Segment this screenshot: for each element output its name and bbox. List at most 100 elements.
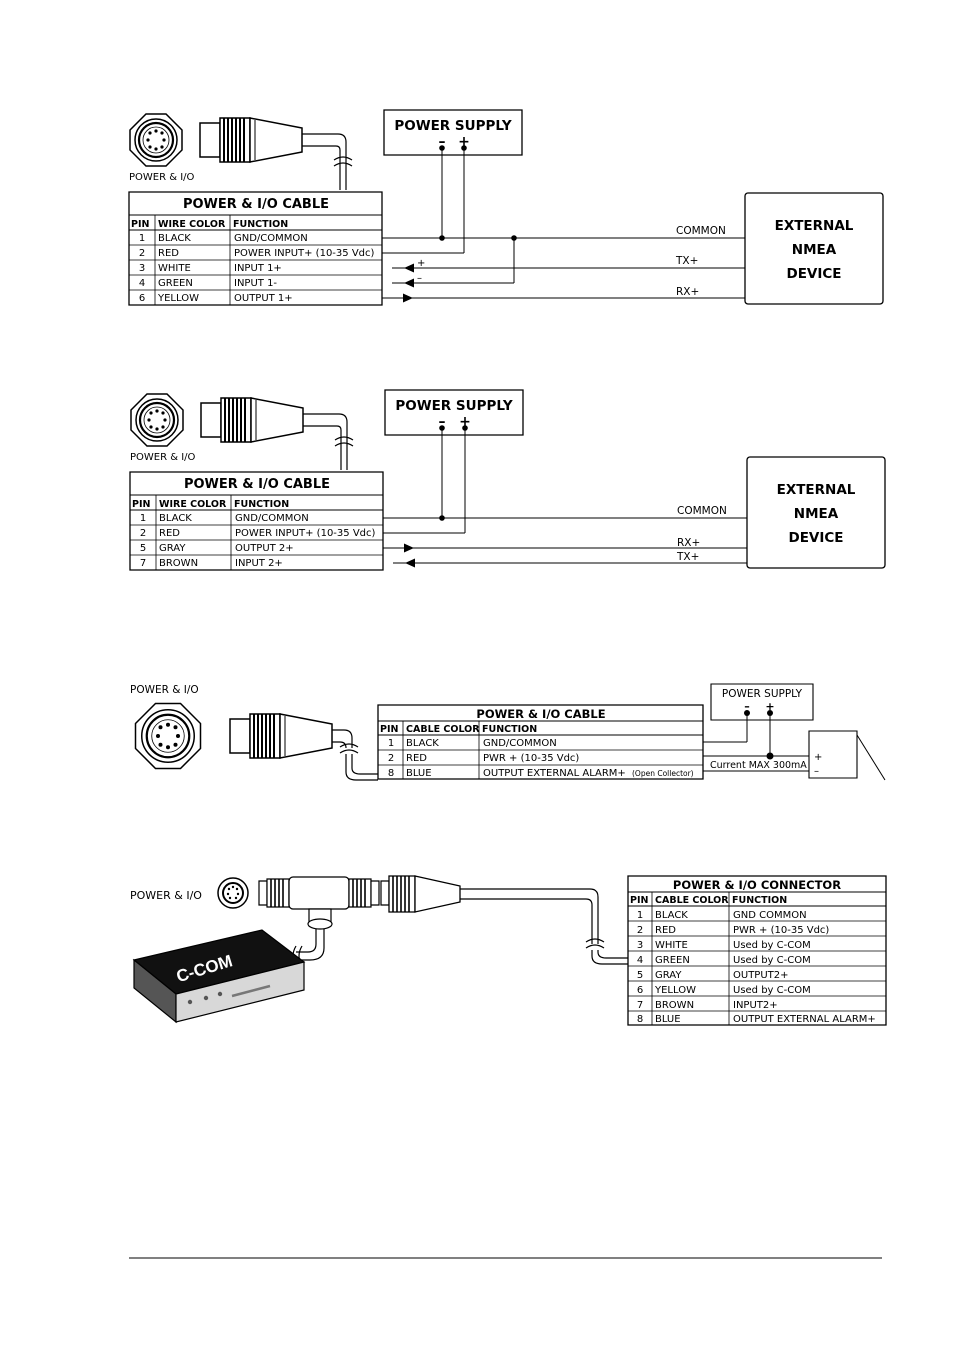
- open-collector-note: (Open Collector): [632, 769, 694, 778]
- svg-text:WHITE: WHITE: [158, 263, 191, 274]
- connector-label: POWER & I/O: [130, 452, 196, 463]
- arrow-icon: [405, 558, 415, 568]
- svg-text:GND COMMON: GND COMMON: [733, 910, 807, 921]
- cable-plug-icon: [381, 876, 460, 912]
- signal-rx: RX+: [676, 286, 699, 298]
- svg-text:POWER INPUT+ (10-35 Vdc): POWER INPUT+ (10-35 Vdc): [235, 528, 376, 539]
- signal-common: COMMON: [677, 505, 727, 517]
- header-cable-color: CABLE COLOR: [406, 724, 480, 735]
- header-pin: PIN: [131, 219, 149, 230]
- svg-text:RED: RED: [655, 925, 676, 936]
- alarm-load: + –: [809, 731, 885, 780]
- svg-text:4: 4: [637, 955, 643, 966]
- svg-text:5: 5: [637, 970, 643, 981]
- svg-text:GND/COMMON: GND/COMMON: [483, 738, 557, 749]
- svg-text:5: 5: [140, 543, 146, 554]
- svg-text:RED: RED: [158, 248, 179, 259]
- svg-text:GREEN: GREEN: [158, 278, 193, 289]
- header-wire-color: WIRE COLOR: [159, 499, 227, 510]
- table-row: 8 BLUE OUTPUT EXTERNAL ALARM+: [388, 768, 626, 779]
- power-supply: POWER SUPPLY – +: [385, 390, 523, 435]
- external-nmea-device: EXTERNAL NMEA DEVICE: [745, 193, 883, 304]
- svg-text:1: 1: [139, 233, 145, 244]
- svg-text:2: 2: [388, 753, 394, 764]
- header-cable-color: CABLE COLOR: [655, 895, 729, 906]
- svg-text:BLACK: BLACK: [158, 233, 191, 244]
- svg-text:GREEN: GREEN: [655, 955, 690, 966]
- signal-tx: TX+: [676, 551, 699, 563]
- table-row: 2 RED POWER INPUT+ (10-35 Vdc): [139, 248, 375, 259]
- current-note: Current MAX 300mA: [710, 760, 807, 771]
- svg-text:BLACK: BLACK: [159, 513, 192, 524]
- power-supply: POWER SUPPLY – +: [711, 684, 813, 720]
- connector-table: POWER & I/O CONNECTOR PIN CABLE COLOR FU…: [628, 876, 886, 1025]
- cable-break-icon: [335, 437, 353, 446]
- table-row: 5 GRAY OUTPUT 2+: [140, 543, 294, 554]
- table-row: 1 BLACK GND/COMMON: [140, 513, 309, 524]
- connector-label: POWER & I/O: [129, 172, 195, 183]
- svg-text:8: 8: [637, 1014, 643, 1025]
- svg-text:INPUT 1-: INPUT 1-: [234, 278, 277, 289]
- svg-text:+: +: [417, 258, 425, 269]
- svg-text:+: +: [458, 134, 470, 150]
- table-row: 8 BLUE OUTPUT EXTERNAL ALARM+: [637, 1014, 876, 1025]
- svg-text:3: 3: [139, 263, 145, 274]
- svg-text:PWR + (10-35 Vdc): PWR + (10-35 Vdc): [483, 753, 579, 764]
- svg-text:BROWN: BROWN: [159, 558, 198, 569]
- t-adapter-icon: [259, 877, 379, 930]
- table-title: POWER & I/O CONNECTOR: [673, 878, 841, 892]
- svg-text:BLACK: BLACK: [406, 738, 439, 749]
- header-wire-color: WIRE COLOR: [158, 219, 226, 230]
- arrow-icon: [403, 293, 413, 303]
- table-row: 2 RED PWR + (10-35 Vdc): [388, 753, 580, 764]
- table-title: POWER & I/O CABLE: [183, 197, 329, 212]
- cable-table: POWER & I/O CABLE PIN WIRE COLOR FUNCTIO…: [130, 472, 383, 570]
- table-row: 4 GREEN Used by C-COM: [637, 955, 811, 966]
- header-pin: PIN: [630, 895, 648, 906]
- svg-text:BLUE: BLUE: [406, 768, 432, 779]
- svg-text:INPUT 2+: INPUT 2+: [235, 558, 283, 569]
- svg-text:YELLOW: YELLOW: [157, 293, 199, 304]
- svg-text:POWER SUPPLY: POWER SUPPLY: [722, 688, 803, 700]
- svg-text:+: +: [814, 752, 822, 763]
- table-row: 2 RED PWR + (10-35 Vdc): [637, 925, 830, 936]
- connector-label: POWER & I/O: [130, 889, 202, 902]
- svg-text:DEVICE: DEVICE: [786, 266, 841, 282]
- svg-text:Used by C-COM: Used by C-COM: [733, 985, 811, 996]
- cable-break-icon: [334, 157, 352, 166]
- svg-text:–: –: [417, 273, 422, 284]
- table-row: 4 GREEN INPUT 1-: [139, 278, 278, 289]
- svg-text:OUTPUT EXTERNAL ALARM+: OUTPUT EXTERNAL ALARM+: [733, 1014, 876, 1025]
- svg-text:1: 1: [637, 910, 643, 921]
- connector-socket-icon: [218, 878, 248, 908]
- connector-label: POWER & I/O: [130, 684, 199, 696]
- svg-text:EXTERNAL: EXTERNAL: [777, 482, 856, 498]
- header-pin: PIN: [132, 499, 150, 510]
- cable-plug-icon: [199, 117, 303, 163]
- diagram-4: POWER & I/O: [130, 876, 886, 1025]
- table-row: 1 BLACK GND/COMMON: [139, 233, 308, 244]
- svg-text:+: +: [765, 700, 774, 713]
- svg-text:INPUT2+: INPUT2+: [733, 1000, 778, 1011]
- svg-text:3: 3: [637, 940, 643, 951]
- svg-text:4: 4: [139, 278, 145, 289]
- svg-text:RED: RED: [159, 528, 180, 539]
- svg-text:POWER INPUT+ (10-35 Vdc): POWER INPUT+ (10-35 Vdc): [234, 248, 375, 259]
- signal-common: COMMON: [676, 225, 726, 237]
- svg-text:GND/COMMON: GND/COMMON: [235, 513, 309, 524]
- svg-text:OUTPUT2+: OUTPUT2+: [733, 970, 789, 981]
- table-row: 6 YELLOW OUTPUT 1+: [139, 293, 293, 304]
- connector-socket-icon: [134, 702, 202, 770]
- svg-text:NMEA: NMEA: [794, 506, 839, 522]
- table-title: POWER & I/O CABLE: [476, 707, 605, 721]
- svg-text:POWER SUPPLY: POWER SUPPLY: [394, 118, 512, 134]
- arrow-icon: [404, 278, 414, 288]
- table-row: 3 WHITE INPUT 1+: [139, 263, 282, 274]
- table-row: 6 YELLOW Used by C-COM: [637, 985, 811, 996]
- c-com-box-icon: C-COM: [134, 930, 304, 1022]
- svg-text:8: 8: [388, 768, 394, 779]
- cable-table: POWER & I/O CABLE PIN CABLE COLOR FUNCTI…: [378, 705, 703, 779]
- table-row: 5 GRAY OUTPUT2+: [637, 970, 789, 981]
- table-row: 7 BROWN INPUT 2+: [140, 558, 283, 569]
- connector-socket-icon: [128, 112, 184, 168]
